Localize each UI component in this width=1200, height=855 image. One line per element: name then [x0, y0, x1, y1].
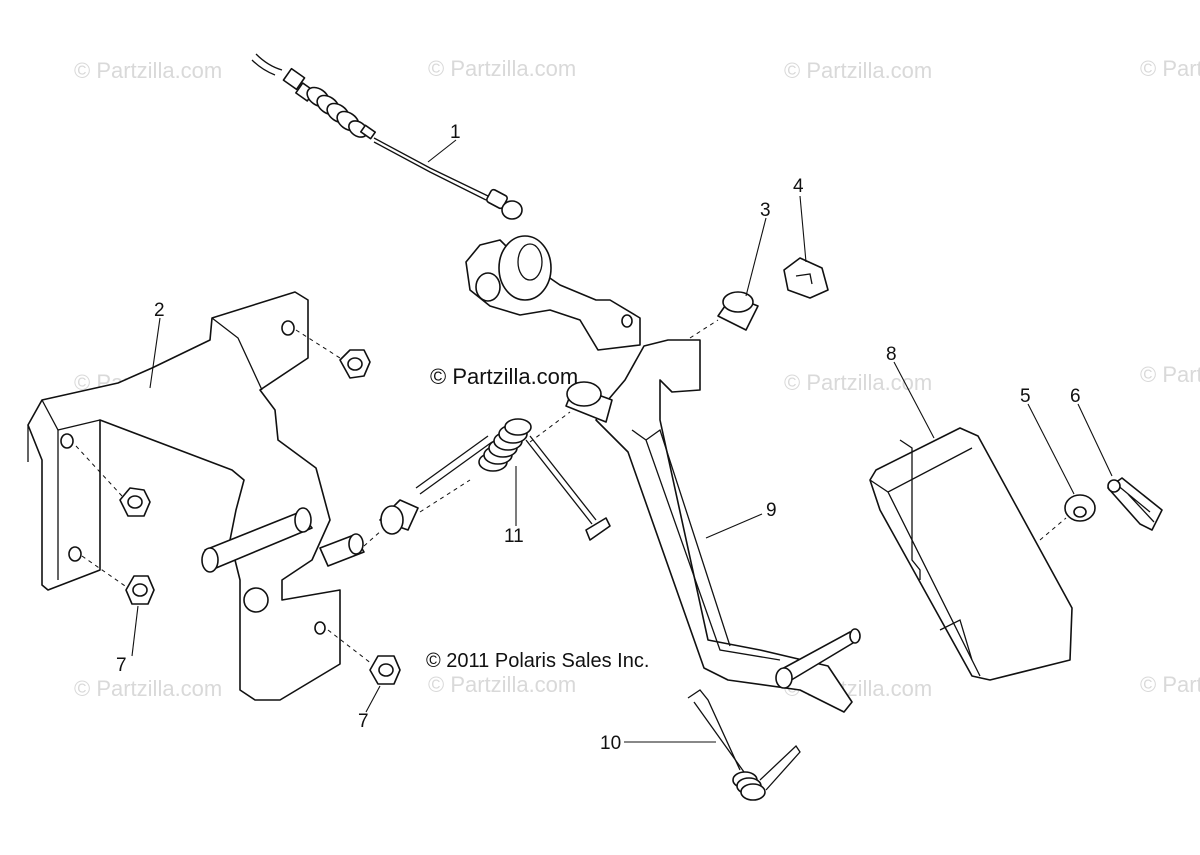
hair-pin	[1107, 477, 1163, 531]
watermark: © Partzilla.com	[1140, 362, 1200, 387]
watermark: © Partzilla.com	[784, 58, 933, 83]
bushing-left	[363, 479, 471, 547]
watermark: © Partzilla.com	[428, 672, 577, 697]
watermark: © Partzilla.com	[784, 370, 933, 395]
torsion-spring	[415, 411, 611, 541]
pedal-arm	[465, 235, 861, 713]
callout-4: 4	[793, 176, 804, 197]
throttle-cable	[251, 53, 523, 220]
callout-5: 5	[1020, 386, 1031, 407]
center-watermark: © Partzilla.com	[430, 364, 579, 389]
pedal-bracket	[27, 291, 365, 701]
callout-1: 1	[450, 122, 461, 143]
watermark: © Partzilla.com	[1140, 672, 1200, 697]
e-clip	[783, 257, 829, 299]
watermark: © Partzilla.com	[74, 58, 223, 83]
watermark: © Partzilla.com	[1140, 56, 1200, 81]
callout-2: 2	[154, 300, 165, 321]
watermark: © Partzilla.com	[428, 56, 577, 81]
callout-3: 3	[760, 200, 771, 221]
callout-6: 6	[1070, 386, 1081, 407]
watermark: © Partzilla.com	[74, 676, 223, 701]
callout-11: 11	[504, 526, 524, 547]
flange-nuts	[75, 329, 401, 685]
pedal-pad	[869, 427, 1073, 681]
callout-9: 9	[766, 500, 777, 521]
callout-8: 8	[886, 344, 897, 365]
leader-lines	[131, 139, 1113, 743]
callout-7: 7	[358, 711, 369, 732]
bushing-3	[689, 291, 759, 339]
callout-7: 7	[116, 655, 127, 676]
copyright-text: © 2011 Polaris Sales Inc.	[426, 650, 650, 672]
return-spring	[687, 689, 801, 801]
callout-10: 10	[600, 733, 622, 754]
washer	[1039, 494, 1096, 541]
